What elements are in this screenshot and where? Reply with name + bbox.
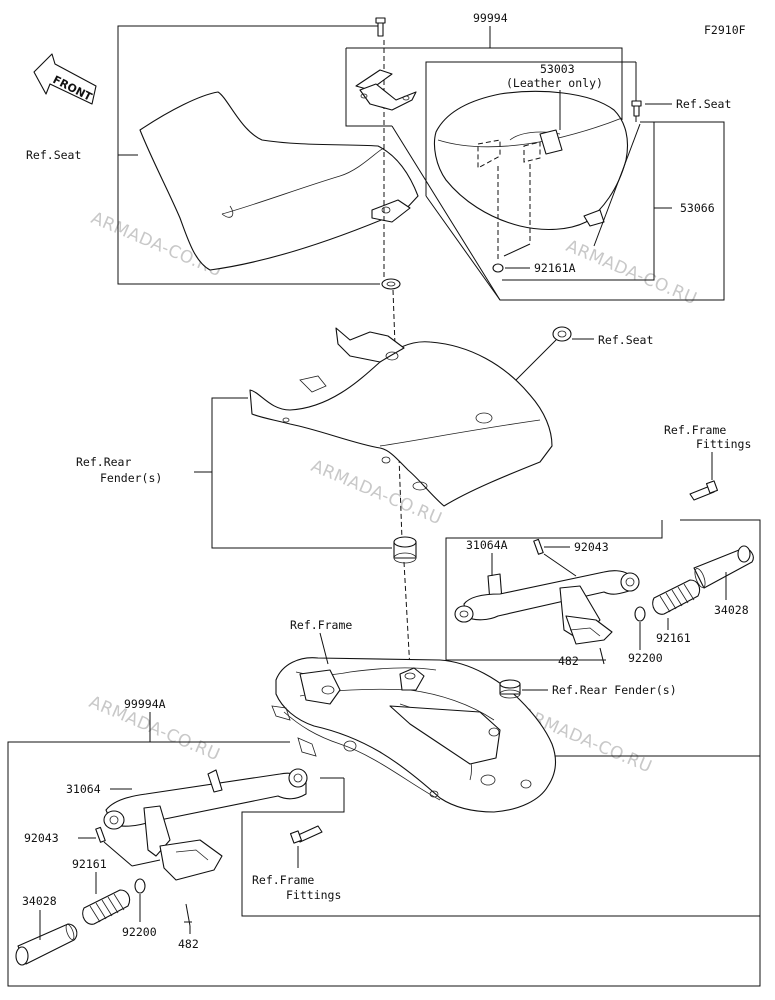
damper-92161a: 92161A: [492, 164, 576, 275]
leader-seat-bolt: [593, 123, 641, 247]
pin-left-icon: [95, 826, 106, 843]
left-bracket-box: [241, 777, 760, 917]
ref-frame-fittings-top-1: Ref.Frame: [664, 423, 726, 437]
diagram-code: F2910F: [704, 23, 746, 37]
washer-left-icon: [134, 878, 146, 894]
washer-right-label: 92200: [628, 651, 663, 665]
cotter-right-label: 482: [558, 654, 579, 668]
rider-seat: [139, 91, 419, 271]
frame-bolt-bottom-icon: [289, 825, 323, 844]
ref-seat-ring: Ref.Seat: [483, 326, 653, 413]
ref-frame-fittings-bottom-1: Ref.Frame: [252, 873, 314, 887]
grip-left: [15, 923, 78, 966]
ref-frame-label: Ref.Frame: [290, 618, 352, 632]
seat-bolt-icon: [375, 17, 386, 37]
cotter-left-label: 482: [178, 937, 199, 951]
rear-fender: [249, 327, 553, 507]
seat-assy-box: 53066: [425, 61, 715, 301]
ref-rear-fender-right-label: Ref.Rear Fender(s): [552, 683, 677, 697]
washer-left-label: 92200: [122, 925, 157, 939]
pin-right-icon: [533, 538, 544, 555]
fender-damper-icon: [393, 536, 417, 564]
pin-right-label: 92043: [574, 540, 609, 554]
footrest-bracket-left: [103, 768, 308, 881]
grip-right: [693, 545, 754, 589]
ref-seat-box: Ref.Seat: [26, 25, 380, 285]
seat-assy-label: 53066: [680, 201, 715, 215]
ref-rear-fender-box: Ref.Rear Fender(s): [76, 397, 392, 549]
kit-left-label: 99994A: [124, 697, 166, 711]
seat-cover-label: 53003: [540, 62, 575, 76]
seat-cover-note: (Leather only): [506, 76, 603, 90]
bracket-right-label: 31064A: [466, 538, 508, 552]
cotter-left-icon: [185, 903, 191, 927]
front-arrow-icon: FRONT: [33, 53, 97, 105]
footrest-bracket-right: [454, 570, 640, 645]
cotter-right-icon: [599, 647, 605, 665]
damper-right-label: 92161: [656, 631, 691, 645]
damper-right: [652, 579, 701, 615]
centerline-middle: [392, 289, 403, 541]
damper-left: [82, 889, 131, 925]
kit-99994-box: 99994: [345, 11, 725, 301]
bracket-left-label: 31064: [66, 782, 101, 796]
passenger-seat: [433, 90, 629, 230]
ref-frame-fittings-top-2: Fittings: [696, 437, 751, 451]
centerline-lower: [403, 561, 411, 671]
frame-bolt-top-icon: [689, 480, 719, 501]
seat-bolt-right-icon: [631, 100, 642, 117]
ref-seat-top-label: Ref.Seat: [676, 97, 731, 111]
seat-washer-icon: [381, 278, 401, 290]
ref-seat-left-label: Ref.Seat: [26, 148, 81, 162]
washer-right-icon: [634, 606, 646, 622]
grip-right-label: 34028: [714, 603, 749, 617]
kit-main-label: 99994: [473, 11, 508, 25]
pin-left-label: 92043: [24, 831, 59, 845]
rear-frame: [271, 657, 557, 813]
ref-frame-fittings-bottom-2: Fittings: [286, 888, 341, 902]
damper-left-label: 92161: [72, 857, 107, 871]
ref-rear-fender-left-1: Ref.Rear: [76, 455, 131, 469]
grip-left-label: 34028: [22, 894, 57, 908]
frame-damper-icon: [499, 679, 521, 699]
watermark-2: ARMADA-CO.RU: [563, 236, 700, 309]
kit-99994a-box: 99994A: [7, 697, 761, 987]
damper-seat-label: 92161A: [534, 261, 576, 275]
ref-rear-fender-left-2: Fender(s): [100, 471, 162, 485]
ref-seat-ring-label: Ref.Seat: [598, 333, 653, 347]
